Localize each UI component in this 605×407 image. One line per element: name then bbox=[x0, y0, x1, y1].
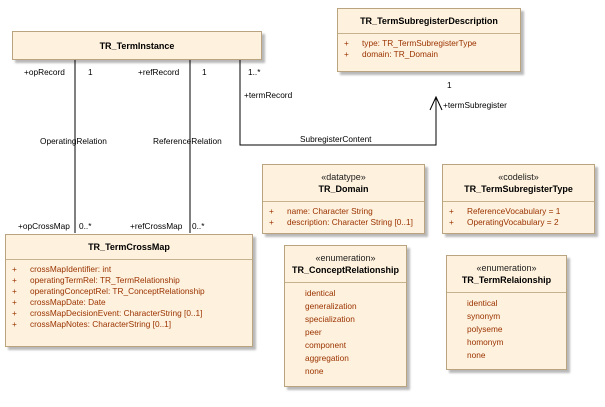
association-name-operating: OperatingRelation bbox=[40, 136, 107, 146]
stereotype-label: «enumeration» bbox=[476, 263, 537, 273]
attribute-list: +name: Character String +description: Ch… bbox=[263, 202, 424, 228]
attribute-row: +name: Character String bbox=[269, 206, 373, 216]
attribute-list: +type: TR_TermSubregisterType +domain: T… bbox=[338, 34, 520, 60]
class-name: TR_Domain bbox=[318, 184, 369, 194]
class-tr-terminstance[interactable]: TR_TermInstance bbox=[12, 31, 262, 60]
multiplicity-termrecord: 1..* bbox=[248, 67, 261, 77]
stereotype-label: «codelist» bbox=[498, 172, 539, 182]
compartment-divider bbox=[338, 33, 520, 34]
attribute-row: +crossMapNotes: CharacterString [0..1] bbox=[12, 319, 172, 329]
enum-literal: component bbox=[305, 340, 347, 350]
attribute-row: +description: Character String [0..1] bbox=[269, 217, 413, 227]
class-tr-termrelaionship[interactable]: «enumeration» TR_TermRelaionship identic… bbox=[446, 255, 567, 370]
literal-list: +ReferenceVocabulary = 1 +OperatingVocab… bbox=[443, 202, 594, 228]
attribute-row: +crossMapDecisionEvent: CharacterString … bbox=[12, 308, 203, 318]
class-name: TR_TermSubregisterDescription bbox=[360, 16, 498, 26]
stereotype-label: «enumeration» bbox=[315, 253, 376, 263]
class-name: TR_TermCrossMap bbox=[88, 242, 170, 252]
class-tr-termsubregistertype[interactable]: «codelist» TR_TermSubregisterType +Refer… bbox=[442, 164, 595, 234]
attribute-row: +crossMapIdentifier: int bbox=[12, 264, 112, 274]
enum-literal: synonym bbox=[467, 311, 501, 321]
enum-literal: none bbox=[467, 350, 486, 360]
attribute-row: +type: TR_TermSubregisterType bbox=[344, 38, 477, 48]
navigability-arrowhead bbox=[429, 95, 443, 111]
compartment-divider bbox=[263, 201, 424, 202]
attribute-row: +operatingTermRel: TR_TermRelationship bbox=[12, 275, 180, 285]
association-name-subregister: SubregisterContent bbox=[300, 134, 372, 144]
role-label-termrecord: +termRecord bbox=[244, 90, 293, 100]
role-label-refcrossmap: +refCrossMap bbox=[130, 221, 183, 231]
attribute-list: +crossMapIdentifier: int +operatingTermR… bbox=[6, 260, 252, 330]
compartment-divider bbox=[285, 282, 406, 283]
enum-literal: specialization bbox=[305, 314, 355, 324]
literal-row: +ReferenceVocabulary = 1 bbox=[449, 206, 561, 216]
multiplicity-oprecord: 1 bbox=[88, 67, 93, 77]
class-name: TR_ConceptRelationship bbox=[291, 265, 399, 275]
role-label-oprecord: +opRecord bbox=[24, 67, 65, 77]
compartment-divider bbox=[443, 201, 594, 202]
literal-list: identical synonym polyseme homonym none bbox=[447, 293, 566, 362]
attribute-row: +operatingConceptRel: TR_ConceptRelation… bbox=[12, 286, 205, 296]
role-label-termsubregister: +termSubregister bbox=[443, 100, 507, 110]
enum-literal: none bbox=[305, 366, 324, 376]
enum-literal: aggregation bbox=[305, 353, 349, 363]
literal-row: +OperatingVocabulary = 2 bbox=[449, 217, 559, 227]
subregister-content-line bbox=[239, 60, 437, 146]
association-name-reference: ReferenceRelation bbox=[153, 136, 222, 146]
enum-literal: polyseme bbox=[467, 324, 503, 334]
multiplicity-refcrossmap: 0..* bbox=[192, 221, 205, 231]
stereotype-label: «datatype» bbox=[321, 172, 366, 182]
attribute-row: +crossMapDate: Date bbox=[12, 297, 106, 307]
enum-literal: homonym bbox=[467, 337, 504, 347]
class-tr-termcrossmap[interactable]: TR_TermCrossMap +crossMapIdentifier: int… bbox=[5, 234, 253, 347]
compartment-divider bbox=[6, 259, 252, 260]
enum-literal: peer bbox=[305, 327, 322, 337]
role-label-opcrossmap: +opCrossMap bbox=[18, 221, 70, 231]
attribute-row: +domain: TR_Domain bbox=[344, 49, 438, 59]
class-tr-domain[interactable]: «datatype» TR_Domain +name: Character St… bbox=[262, 164, 425, 234]
role-label-refrecord: +refRecord bbox=[138, 67, 180, 77]
class-name: TR_TermRelaionship bbox=[461, 275, 552, 285]
enum-literal: identical bbox=[305, 288, 336, 298]
literal-list: identical generalization specialization … bbox=[285, 283, 406, 378]
compartment-divider bbox=[447, 292, 566, 293]
enum-literal: generalization bbox=[305, 301, 357, 311]
class-tr-conceptrelationship[interactable]: «enumeration» TR_ConceptRelationship ide… bbox=[284, 245, 407, 387]
multiplicity-opcrossmap: 0..* bbox=[79, 221, 92, 231]
class-name: TR_TermInstance bbox=[99, 41, 175, 51]
class-name: TR_TermSubregisterType bbox=[464, 184, 573, 194]
enum-literal: identical bbox=[467, 298, 498, 308]
multiplicity-termsubregister: 1 bbox=[447, 80, 452, 90]
multiplicity-refrecord: 1 bbox=[202, 67, 207, 77]
class-tr-termsubregisterdescription[interactable]: TR_TermSubregisterDescription +type: TR_… bbox=[337, 8, 521, 72]
